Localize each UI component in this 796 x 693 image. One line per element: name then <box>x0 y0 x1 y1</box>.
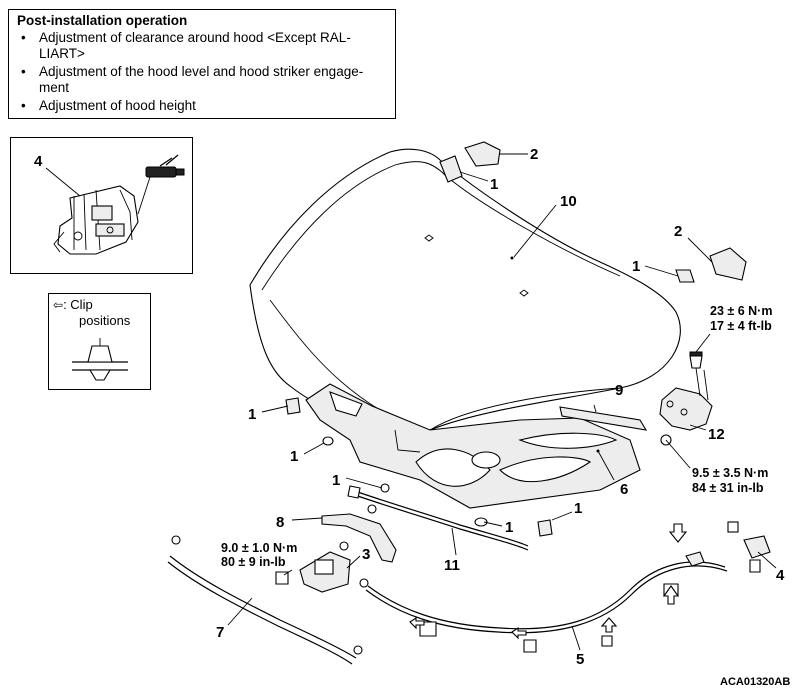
clip-legend-line-1: : Clip <box>63 297 93 312</box>
label-5: 5 <box>576 651 584 668</box>
label-12: 12 <box>708 426 725 443</box>
label-8: 8 <box>276 514 284 531</box>
torque-nut-nm: 9.5 ± 3.5 N·m <box>692 466 768 480</box>
label-1-left-a: 1 <box>248 406 256 423</box>
figure-code: ACA01320AB <box>720 676 790 688</box>
leader-lines <box>227 153 777 651</box>
grease-icon <box>137 154 185 215</box>
clip-legend-line-2: positions <box>79 313 131 328</box>
note-title: Post-installation operation <box>17 13 188 28</box>
label-9: 9 <box>615 382 623 399</box>
label-11: 11 <box>444 557 460 574</box>
label-1-bumper: 1 <box>574 500 582 517</box>
release-cable <box>347 485 529 551</box>
part-labels: 2 1 10 2 1 1 1 1 9 12 6 8 1 1 3 11 7 5 4 <box>216 146 785 668</box>
post-installation-note: Post-installation operation Adjustment o… <box>8 9 396 119</box>
torque-latch-nm: 9.0 ± 1.0 N·m <box>221 541 297 555</box>
label-2-top: 2 <box>530 146 538 163</box>
hood-bumpers <box>285 141 747 537</box>
label-7: 7 <box>216 624 224 641</box>
torque-latch-inlb: 80 ± 9 in-lb <box>221 555 286 569</box>
label-1-top: 1 <box>490 176 498 193</box>
torque-hinge-nm: 23 ± 6 N·m <box>710 304 772 318</box>
legend-clip-drawing <box>72 338 128 381</box>
torque-specs: 23 ± 6 N·m 17 ± 4 ft-lb 9.5 ± 3.5 N·m 84… <box>221 304 772 569</box>
main-release-cable <box>365 521 771 653</box>
label-10: 10 <box>560 193 577 210</box>
front-seal <box>167 535 363 665</box>
hood-hinge <box>659 351 713 446</box>
note-item-3-line-1: Adjustment of hood height <box>39 98 196 113</box>
clip-arrow-icon: ⇦ <box>53 298 64 312</box>
note-list: Adjustment of clearance around hood <Exc… <box>17 30 387 114</box>
note-item-3: Adjustment of hood height <box>17 98 387 114</box>
label-6: 6 <box>620 481 628 498</box>
label-1-right: 1 <box>632 258 640 275</box>
weatherstrip <box>559 406 648 431</box>
hood-lever <box>321 504 397 563</box>
inset-latch-drawing: 4 <box>34 153 185 255</box>
torque-hinge-ftlb: 17 ± 4 ft-lb <box>710 319 772 333</box>
clip-legend-text: ⇦: Clip positions <box>53 297 130 328</box>
hood-insulator <box>305 383 641 509</box>
label-1-left-b: 1 <box>290 448 298 465</box>
label-4: 4 <box>776 567 785 584</box>
note-item-1-line-2: LIART> <box>39 46 85 61</box>
label-1-mid: 1 <box>332 472 340 489</box>
label-1-cable: 1 <box>505 519 513 536</box>
clip-position-arrows <box>409 523 688 640</box>
note-item-2: Adjustment of the hood level and hood st… <box>17 64 387 96</box>
hood-latch <box>275 541 369 593</box>
note-item-1-line-1: Adjustment of clearance around hood <Exc… <box>39 30 351 45</box>
label-2-right: 2 <box>674 223 682 240</box>
note-item-2-line-2: ment <box>39 80 70 95</box>
torque-nut-inlb: 84 ± 31 in-lb <box>692 481 764 495</box>
label-3: 3 <box>362 546 370 563</box>
note-item-1: Adjustment of clearance around hood <Exc… <box>17 30 387 62</box>
clip-legend: ⇦: Clip positions <box>48 293 151 390</box>
label-inset-4: 4 <box>34 153 43 170</box>
note-item-2-line-1: Adjustment of the hood level and hood st… <box>39 64 364 79</box>
latch-detail-inset <box>10 137 193 274</box>
